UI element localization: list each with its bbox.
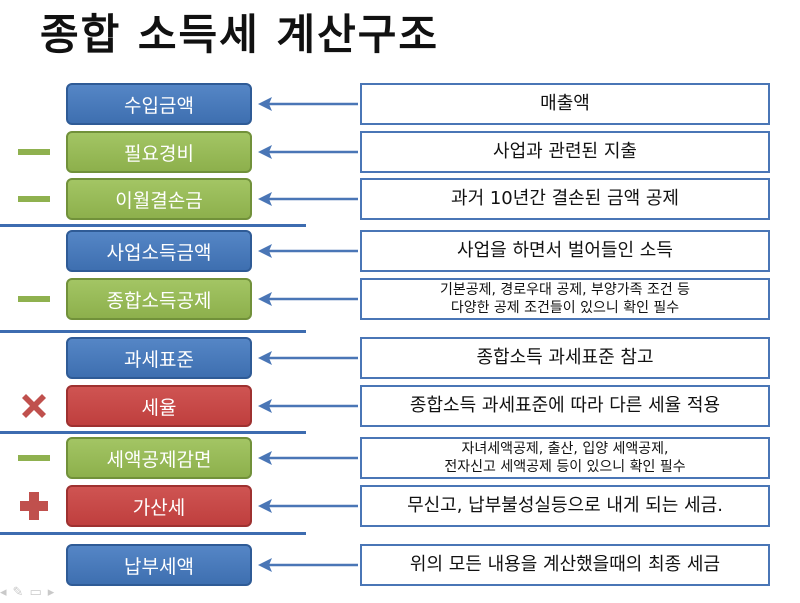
times-icon — [14, 386, 54, 426]
plus-icon — [14, 486, 54, 526]
step-description: 과거 10년간 결손된 금액 공제 — [360, 178, 770, 220]
arrow-left-icon — [258, 558, 358, 572]
step-box: 이월결손금 — [66, 178, 252, 220]
section-divider — [0, 431, 306, 434]
description-line: 종합소득 과세표준에 따라 다른 세율 적용 — [409, 394, 721, 416]
step-box: 종합소득공제 — [66, 278, 252, 320]
step-box: 세율 — [66, 385, 252, 427]
minus-icon — [14, 438, 54, 478]
description-line: 전자신고 세액공제 등이 있으니 확인 필수 — [444, 459, 686, 475]
description-line: 다양한 공제 조건들이 있으니 확인 필수 — [450, 300, 680, 316]
step-box: 세액공제감면 — [66, 437, 252, 479]
section-divider — [0, 330, 306, 333]
step-description: 사업과 관련된 지출 — [360, 131, 770, 173]
next-slide-icon[interactable]: ▸ — [47, 585, 55, 600]
step-box: 가산세 — [66, 485, 252, 527]
description-line: 자녀세액공제, 출산, 입양 세액공제, — [461, 440, 669, 457]
arrow-left-icon — [258, 399, 358, 413]
arrow-left-icon — [258, 192, 358, 206]
pen-icon[interactable]: ✎ — [12, 585, 24, 600]
step-description: 위의 모든 내용을 계산했을때의 최종 세금 — [360, 544, 770, 586]
description-line: 위의 모든 내용을 계산했을때의 최종 세금 — [409, 553, 721, 575]
arrow-left-icon — [258, 292, 358, 306]
arrow-left-icon — [258, 499, 358, 513]
section-divider — [0, 224, 306, 227]
step-description: 사업을 하면서 벌어들인 소득 — [360, 230, 770, 272]
minus-icon — [14, 279, 54, 319]
step-description: 종합소득 과세표준 참고 — [360, 337, 770, 379]
step-box: 수입금액 — [66, 83, 252, 125]
step-description: 무신고, 납부불성실등으로 내게 되는 세금. — [360, 485, 770, 527]
step-box: 납부세액 — [66, 544, 252, 586]
step-box: 필요경비 — [66, 131, 252, 173]
arrow-left-icon — [258, 145, 358, 159]
description-line: 기본공제, 경로우대 공제, 부양가족 조건 등 — [439, 281, 691, 298]
step-description: 자녀세액공제, 출산, 입양 세액공제, 전자신고 세액공제 등이 있으니 확인 … — [360, 437, 770, 479]
page-title: 종합 소득세 계산구조 — [40, 10, 440, 59]
minus-icon — [14, 132, 54, 172]
slide-nav: ◂ ✎ ▭ ▸ — [0, 584, 54, 602]
prev-slide-icon[interactable]: ◂ — [0, 585, 7, 600]
description-line: 종합소득 과세표준 참고 — [476, 346, 654, 368]
minus-icon — [14, 179, 54, 219]
arrow-left-icon — [258, 451, 358, 465]
description-line: 무신고, 납부불성실등으로 내게 되는 세금. — [407, 494, 723, 516]
arrow-left-icon — [258, 351, 358, 365]
description-line: 과거 10년간 결손된 금액 공제 — [451, 187, 679, 209]
menu-icon[interactable]: ▭ — [29, 585, 42, 600]
description-line: 사업을 하면서 벌어들인 소득 — [457, 239, 673, 261]
step-box: 사업소득금액 — [66, 230, 252, 272]
step-description: 종합소득 과세표준에 따라 다른 세율 적용 — [360, 385, 770, 427]
description-line: 매출액 — [540, 92, 590, 114]
step-description: 매출액 — [360, 83, 770, 125]
step-box: 과세표준 — [66, 337, 252, 379]
description-line: 사업과 관련된 지출 — [493, 140, 637, 162]
arrow-left-icon — [258, 244, 358, 258]
section-divider — [0, 532, 306, 535]
arrow-left-icon — [258, 97, 358, 111]
